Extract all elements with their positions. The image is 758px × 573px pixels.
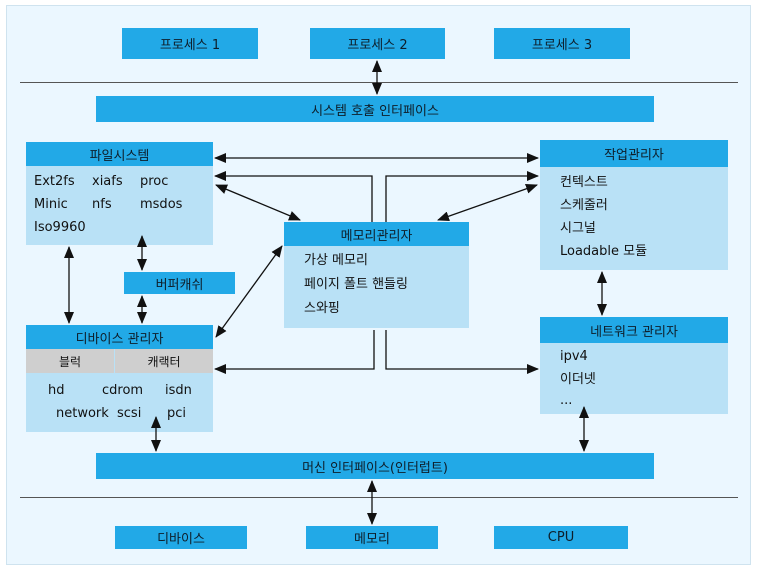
- process-2-label: 프로세스 2: [347, 38, 408, 53]
- memory-manager-item: 스와핑: [304, 301, 340, 316]
- network-manager-item: ...: [560, 393, 573, 408]
- block-tab-label: 블럭: [58, 354, 82, 369]
- buffer-cache-label: 버퍼캐쉬: [155, 277, 204, 293]
- job-manager-item: 시그널: [560, 221, 596, 236]
- memory-manager-header: 메모리관리자: [284, 222, 469, 246]
- machine-interface-label: 머신 인터페이스(인터럽트): [302, 460, 448, 476]
- fs-item: xiafs: [92, 174, 123, 189]
- memory-manager-title: 메모리관리자: [340, 228, 413, 244]
- filesystem-body: Ext2fs xiafs proc Minic nfs msdos Iso996…: [26, 166, 213, 245]
- hardware-device-label: 디바이스: [157, 532, 205, 547]
- process-1-label: 프로세스 1: [159, 38, 221, 53]
- character-tab-label: 캐랙터: [147, 354, 181, 369]
- device-item: network: [56, 406, 109, 421]
- fs-item: Ext2fs: [34, 174, 75, 189]
- arrow-memory-device: [215, 245, 283, 338]
- machine-interface-bar: 머신 인터페이스(인터럽트): [96, 453, 654, 479]
- job-manager-title: 작업관리자: [604, 148, 664, 163]
- fs-item: Iso9960: [34, 220, 86, 235]
- device-item: pci: [167, 406, 187, 421]
- job-manager-body: 컨텍스트 스케줄러 시그널 Loadable 모듈: [540, 167, 728, 270]
- device-item: isdn: [165, 383, 192, 398]
- process-3-label: 프로세스 3: [531, 38, 593, 53]
- fs-item: proc: [140, 174, 169, 189]
- device-manager-body: 블럭 캐랙터 hd cdrom isdn network scsi pci: [26, 349, 213, 432]
- hardware-device-box: 디바이스: [115, 526, 247, 549]
- network-manager-item: ipv4: [560, 349, 588, 364]
- hardware-memory-box: 메모리: [306, 526, 438, 549]
- buffer-cache-box: 버퍼캐쉬: [124, 272, 235, 294]
- filesystem-title: 파일시스템: [89, 148, 150, 164]
- network-manager-item: 이더넷: [560, 372, 596, 387]
- process-2-box: 프로세스 2: [310, 28, 445, 59]
- filesystem-header: 파일시스템: [26, 142, 213, 166]
- device-item: scsi: [117, 406, 142, 421]
- fs-item: nfs: [92, 197, 112, 212]
- fs-item: msdos: [140, 197, 183, 212]
- hardware-memory-label: 메모리: [354, 532, 390, 547]
- arrow-memory-job: [437, 183, 538, 222]
- device-manager-header: 디바이스 관리자: [26, 325, 213, 349]
- syscall-interface-bar: 시스템 호출 인터페이스: [96, 96, 654, 122]
- network-manager-title: 네트워크 관리자: [590, 324, 678, 340]
- arrow-memory-network: [385, 330, 539, 374]
- job-manager-item: 컨텍스트: [560, 175, 608, 190]
- hardware-cpu-box: CPU: [494, 526, 628, 549]
- job-manager-item: Loadable 모듈: [560, 244, 648, 259]
- network-manager-header: 네트워크 관리자: [540, 317, 728, 343]
- bottom-separator: [20, 497, 738, 498]
- arrow-memory-device-low: [214, 330, 375, 374]
- arrow-job-memory: [385, 171, 539, 222]
- memory-manager-item: 페이지 폴트 핸들링: [304, 277, 408, 292]
- fs-item: Minic: [34, 197, 68, 212]
- character-tab: 캐랙터: [115, 349, 213, 373]
- arrow-fs-memory: [215, 184, 301, 221]
- device-item: cdrom: [102, 383, 144, 398]
- block-tab: 블럭: [26, 349, 114, 373]
- device-manager-title: 디바이스 관리자: [75, 331, 164, 347]
- process-1-box: 프로세스 1: [122, 28, 258, 59]
- device-item: hd: [48, 383, 65, 398]
- memory-manager-item: 가상 메모리: [304, 253, 368, 268]
- process-3-box: 프로세스 3: [494, 28, 630, 59]
- arrow-fs-job-lower: [214, 171, 373, 222]
- network-manager-body: ipv4 이더넷 ...: [540, 343, 728, 414]
- job-manager-item: 스케줄러: [560, 198, 608, 213]
- hardware-cpu-label: CPU: [547, 530, 575, 545]
- job-manager-header: 작업관리자: [540, 140, 728, 167]
- syscall-interface-label: 시스템 호출 인터페이스: [311, 103, 439, 119]
- memory-manager-body: 가상 메모리 페이지 폴트 핸들링 스와핑: [284, 246, 469, 328]
